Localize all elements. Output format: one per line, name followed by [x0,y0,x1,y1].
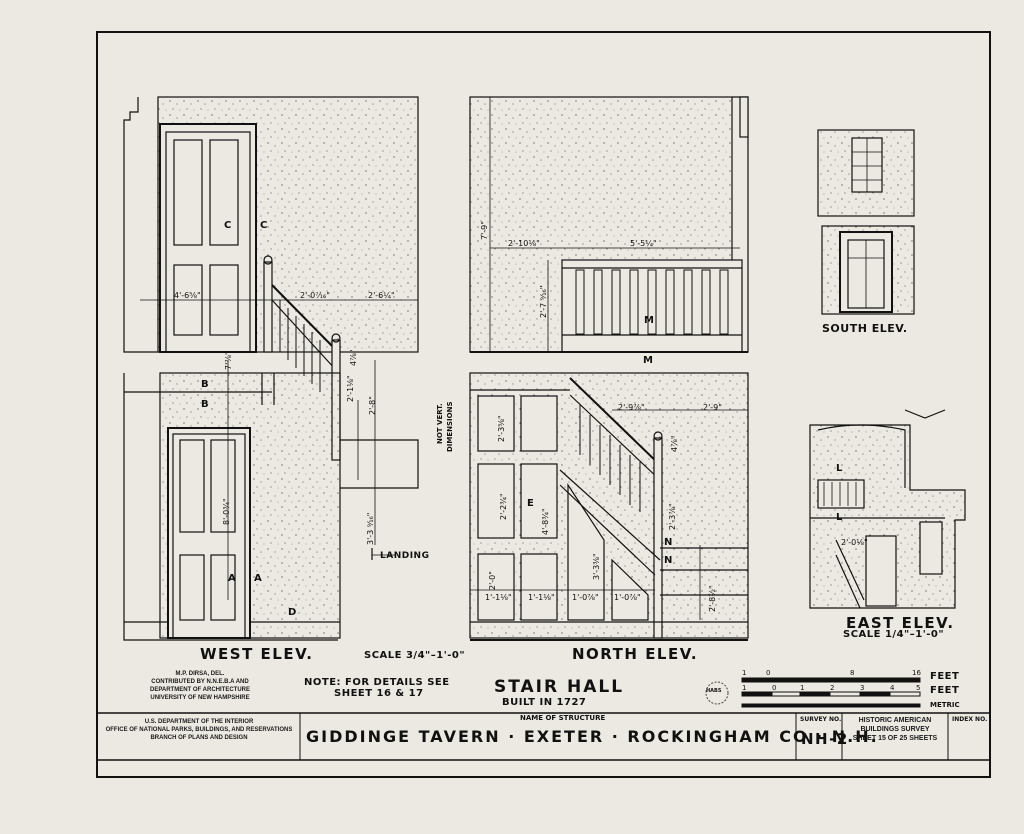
dim-n13: 2'-0" [488,571,497,590]
scale-feet-label: FEET [930,671,960,682]
habs-line-2: BUILDINGS SURVEY [860,726,930,733]
dim-w4: 7'⅞" [224,351,233,370]
credit-line-4: UNIVERSITY OF NEW HAMPSHIRE [150,695,250,701]
section-mark-l2: L [836,512,843,523]
west-elevation [123,96,419,641]
section-mark-a2: A [254,573,263,584]
scale-top-tick-1: 0 [766,669,771,677]
section-mark-n2: N [664,555,673,566]
stair-hall-title: STAIR HALL [494,677,625,697]
section-mark-m: M [643,355,654,366]
section-mark-a: A [228,573,237,584]
scale-mid-tick-1: 0 [772,684,777,692]
dim-n16: 1'-0⅞" [572,593,599,602]
scale-feet-label-2: FEET [930,685,960,696]
built-date: BUILT IN 1727 [502,697,587,708]
dim-w2: 2'-0⁷⁄₁₆" [300,291,330,300]
section-mark-l: L [836,463,843,474]
scale-bar [741,677,921,708]
survey-label: SURVEY NO. [800,716,842,723]
scale-top-tick-0: 1 [742,669,747,677]
dim-w6: 2'-8" [368,396,377,415]
south-elev-label: SOUTH ELEV. [822,322,908,335]
section-mark-m2: M [644,315,655,326]
dim-w8: 8'-0¾" [222,498,231,525]
credit-line-2: CONTRIBUTED BY N.N.E.B.A AND [151,679,249,685]
dim-w3: 2'-6¼" [368,291,395,300]
habs-line-1: HISTORIC AMERICAN [858,717,932,724]
dim-n9: 2'-3⅝" [497,415,506,442]
section-mark-b: B [201,379,210,390]
details-note-2: SHEET 16 & 17 [334,688,424,699]
credits: M.P. DIRSA, DEL. CONTRIBUTED BY N.N.E.B.… [130,670,270,702]
index-label: INDEX NO. [952,716,988,723]
section-mark-b2: B [201,399,210,410]
scale-mid-tick-4: 3 [860,684,865,692]
details-note-1: NOTE: FOR DETAILS SEE [304,677,450,688]
survey-number: NH-2 [801,730,849,748]
dim-n17: 1'-0⅞" [614,593,641,602]
dim-n6: 2'-9" [703,403,722,412]
habs-stamp-text: HABS [706,688,722,694]
south-elevation [817,129,915,315]
scale-mid-tick-3: 2 [830,684,835,692]
dim-n12: 3'-3⅜" [592,553,601,580]
not-vert-note-2: DIMENSIONS [446,401,454,452]
dim-e1: 2'-0⅛" [841,538,868,547]
agency-line-2: OFFICE OF NATIONAL PARKS, BUILDINGS, AND… [105,727,293,733]
scale-mid-tick-0: 1 [742,684,747,692]
credit-line-3: DEPARTMENT OF ARCHITECTURE [150,687,250,693]
dim-w7: 3'-3 ⁹⁄₁₆" [366,512,375,545]
section-mark-c2: C [260,220,268,231]
dim-n3: 5'-5¼" [630,239,657,248]
scale-mid-tick-6: 5 [916,684,921,692]
north-elevation [469,96,749,641]
dim-n10: 2'-2¾" [499,493,508,520]
agency-line-3: BRANCH OF PLANS AND DESIGN [150,735,248,741]
dim-w5: 2'-1⅛" [346,375,355,402]
section-mark-e: E [527,498,535,509]
agency-block: U.S. DEPARTMENT OF THE INTERIOR OFFICE O… [100,718,298,742]
north-elev-label: NORTH ELEV. [572,645,699,663]
dim-n1: 7'-9" [480,221,489,240]
dim-w9: 4⅞" [349,349,358,366]
dim-n11: 4'-8¾" [541,508,550,535]
dim-n7: 4⅞" [670,435,679,452]
section-mark-c: C [224,220,232,231]
dim-n5: 2'-9⅞" [618,403,645,412]
habs-stamp [705,681,729,705]
scale-top-tick-3: 16 [912,669,921,677]
main-scale: SCALE 3/4"–1'-0" [364,650,466,661]
sheet-border [96,31,991,778]
dim-n2: 2'-10⅛" [508,239,540,248]
dim-n14: 1'-1⅛" [485,593,512,602]
section-mark-n: N [664,537,673,548]
scale-metric-label: METRIC [930,701,960,709]
agency-line-1: U.S. DEPARTMENT OF THE INTERIOR [144,719,254,725]
landing-note: LANDING [380,551,430,561]
dim-n15: 1'-1⅛" [528,593,555,602]
not-vert-note-1: NOT VERT. [436,403,444,444]
structure-name-label: NAME OF STRUCTURE [520,714,606,722]
habs-block: HISTORIC AMERICAN BUILDINGS SURVEY SHEET… [844,716,946,743]
dim-n18: 2'-8½" [708,585,717,612]
scale-mid-tick-2: 1 [800,684,805,692]
sheet-number: SHEET 15 OF 25 SHEETS [852,735,938,742]
west-elev-label: WEST ELEV. [200,645,314,663]
east-elevation [809,409,966,609]
dim-n8: 2'-3⅞" [668,503,677,530]
dim-w1: 4'-6⅝" [174,291,201,300]
credit-line-1: M.P. DIRSA, DEL. [175,671,225,677]
east-elev-label: EAST ELEV. [846,614,955,632]
east-scale: SCALE 1/4"–1'-0" [843,629,945,640]
dim-n4: 2'-7 ⁹⁄₁₆" [539,285,548,318]
scale-mid-tick-5: 4 [890,684,895,692]
scale-top-tick-2: 8 [850,669,855,677]
section-mark-d: D [288,607,297,618]
structure-name: GIDDINGE TAVERN · EXETER · ROCKINGHAM CO… [306,727,879,746]
